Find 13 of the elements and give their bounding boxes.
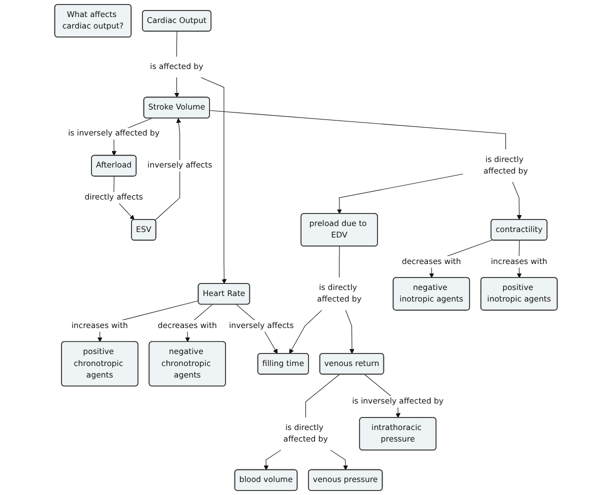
arrow	[174, 77, 180, 98]
arrow	[264, 450, 282, 470]
connector	[210, 110, 506, 150]
arrow	[512, 182, 522, 220]
arrow	[200, 77, 227, 284]
arrow	[345, 310, 354, 354]
connector	[176, 31, 178, 58]
arrow	[330, 450, 348, 470]
connector	[305, 374, 340, 418]
connector	[338, 246, 340, 278]
arrow	[336, 174, 464, 214]
arrow	[154, 118, 182, 221]
arrow	[289, 310, 322, 354]
